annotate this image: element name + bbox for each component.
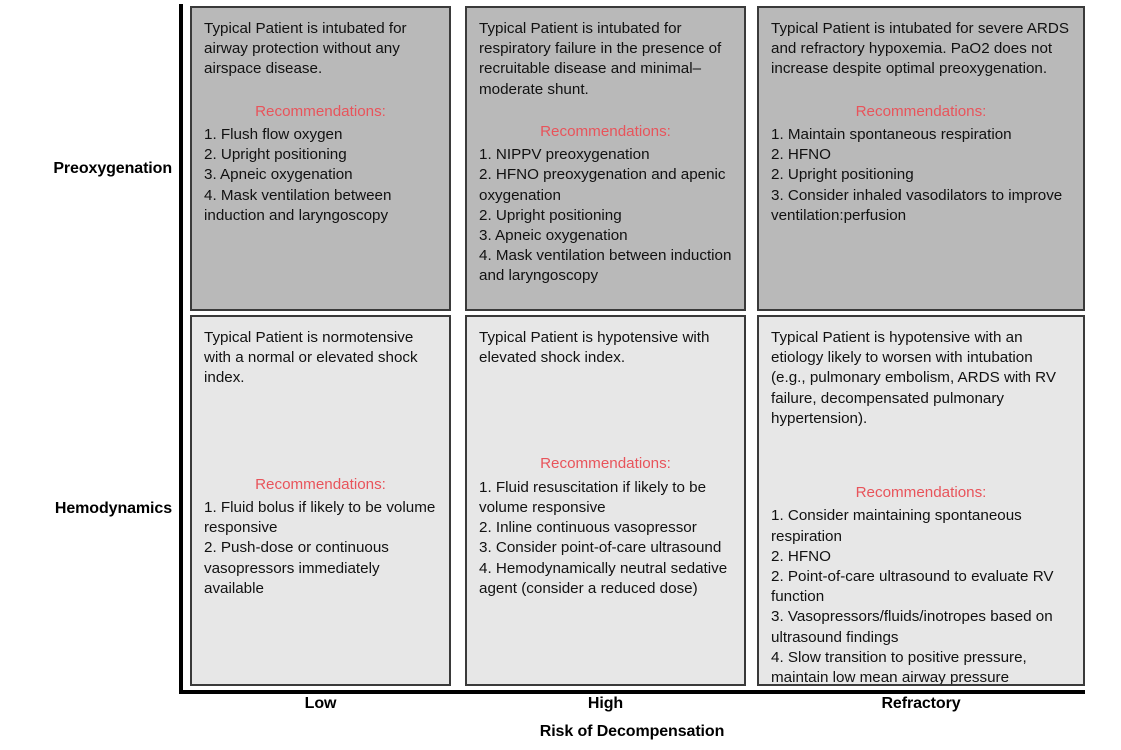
- recommendations-list: 1. Maintain spontaneous respiration 2. H…: [771, 125, 1063, 224]
- column-label-high: High: [587, 695, 624, 712]
- cell-vignette: Typical Patient is intubated for airway …: [204, 20, 407, 78]
- recommendations-heading: Recommendations:: [255, 475, 386, 493]
- cell-preoxygenation-high: Typical Patient is intubated for respira…: [465, 6, 746, 311]
- cell-preoxygenation-refractory: Typical Patient is intubated for severe …: [757, 6, 1085, 311]
- cell-vignette: Typical Patient is hypotensive with elev…: [479, 329, 710, 367]
- cell-hemodynamics-low: Typical Patient is normotensive with a n…: [190, 315, 451, 686]
- recommendations-heading: Recommendations:: [540, 455, 671, 473]
- cell-hemodynamics-refractory: Typical Patient is hypotensive with an e…: [757, 315, 1085, 686]
- recommendations-list: 1. NIPPV preoxygenation 2. HFNO preoxyge…: [479, 146, 732, 285]
- x-axis-line: [179, 690, 1085, 694]
- y-axis-line: [179, 4, 183, 694]
- column-label-refractory: Refractory: [881, 695, 961, 712]
- column-label-low: Low: [304, 695, 337, 712]
- cell-vignette: Typical Patient is hypotensive with an e…: [771, 329, 1057, 427]
- cell-hemodynamics-high: Typical Patient is hypotensive with elev…: [465, 315, 746, 686]
- cell-vignette: Typical Patient is normotensive with a n…: [204, 329, 418, 387]
- recommendations-heading: Recommendations:: [540, 122, 671, 140]
- row-label-preoxygenation: Preoxygenation: [53, 160, 172, 177]
- recommendations-list: 1. Flush flow oxygen 2. Upright position…: [204, 125, 392, 224]
- recommendations-list: 1. Fluid resuscitation if likely to be v…: [479, 478, 728, 597]
- recommendations-list: 1. Consider maintaining spontaneous resp…: [771, 507, 1054, 686]
- cell-vignette: Typical Patient is intubated for respira…: [479, 20, 722, 98]
- x-axis-title: Risk of Decompensation: [539, 723, 725, 740]
- cell-preoxygenation-low: Typical Patient is intubated for airway …: [190, 6, 451, 311]
- recommendations-heading: Recommendations:: [855, 102, 987, 120]
- row-label-hemodynamics: Hemodynamics: [54, 500, 172, 517]
- recommendations-list: 1. Fluid bolus if likely to be volume re…: [204, 498, 436, 597]
- recommendations-heading: Recommendations:: [855, 484, 987, 502]
- cell-vignette: Typical Patient is intubated for severe …: [771, 20, 1069, 78]
- recommendations-heading: Recommendations:: [255, 102, 386, 120]
